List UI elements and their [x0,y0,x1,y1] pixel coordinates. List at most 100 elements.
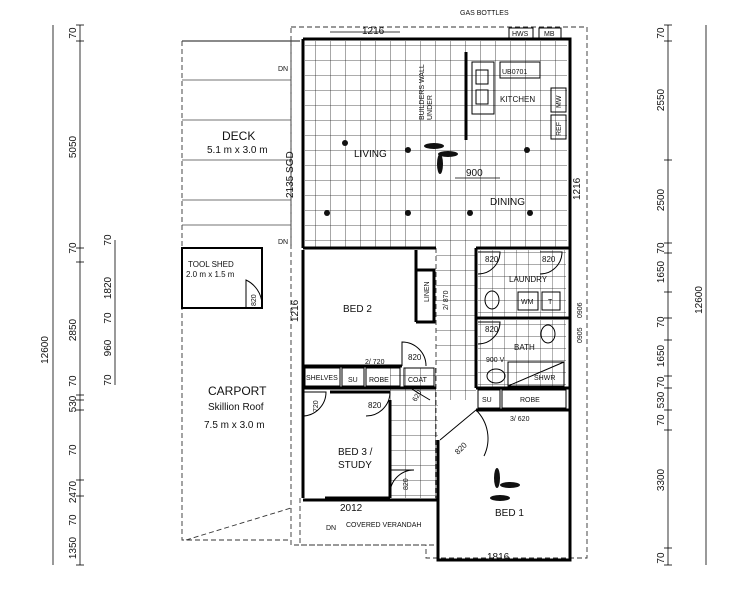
left-dimension-string: 1260070505070285070530702470701350701820… [40,24,114,566]
right-item-dim: 70 [656,242,667,254]
bed1-robe-box [501,389,567,409]
shelves-row [301,366,436,390]
coat-label: COAT [408,377,428,384]
shelves-box [304,367,341,387]
coat-box [403,367,435,387]
doors [245,251,563,495]
door-bed1 [439,409,489,457]
bath-label: BATH [514,343,535,352]
left-inner-dim: 1820 [103,276,114,299]
bed3-line2: STUDY [338,460,372,471]
left-outer-dim: 1350 [68,536,79,559]
dimension-lines [52,25,707,565]
left-outer-dim: 70 [68,444,79,456]
downlight [405,210,411,216]
tool-shed-name: TOOL SHED [188,260,234,269]
bed3-door-dim-b: 820 [368,401,382,410]
labels: GAS BOTTLES HWS MB 1216 DN DN DN UB0701 … [186,10,584,563]
bed2-window-dim: 1216 [290,299,301,322]
kitchen-label: KITCHEN [500,95,535,104]
right-item-dim: 1650 [656,260,667,283]
verandah-outline [299,498,436,546]
deck-name: DECK [222,129,255,143]
walls [301,37,572,562]
left-outer-dim: 5050 [68,135,79,158]
sgd-label: 2135 SGD [285,151,296,198]
builders-wall-label: BUILDERS WALL [419,64,426,120]
dn-label-verandah: DN [326,525,336,532]
left-outer-dim: 70 [68,514,79,526]
tile-hallway [436,248,476,368]
bed2-door-dim: 820 [408,353,422,362]
fan-blade [437,154,443,174]
tool-shed-size: 2.0 m x 1.5 m [186,270,235,279]
downlight [524,147,530,153]
cupboard-label: UB0701 [502,69,527,76]
left-outer-dim: 2470 [68,480,79,503]
left-outer-dim: 70 [68,375,79,387]
linen-dim: 2/ 870 [443,290,450,310]
right-item-dim: 70 [656,376,667,388]
laundry-door-a-dim: 820 [485,255,499,264]
left-total-dim: 12600 [40,336,51,364]
kitchen-bench [471,61,495,115]
left-inner-dim: 960 [103,339,114,356]
robe-label: ROBE [369,377,389,384]
fan-blade [424,143,444,149]
left-outer-dim: 2850 [68,318,79,341]
door-shed [245,279,263,308]
linen-label: LINEN [424,281,431,302]
roof-outline [290,26,588,559]
ceiling-fixtures [324,140,533,501]
left-outer-dim: 70 [68,27,79,39]
dining-window-dim: 1216 [572,177,583,200]
tile-hall-lower [390,368,476,400]
shwr-label: SHWR [534,375,555,382]
tiled-floor [305,41,567,498]
right-total-dim: 12600 [694,286,705,314]
cooktop [499,61,541,79]
right-item-dim: 2500 [656,188,667,211]
su-label: SU [348,377,358,384]
ceiling-fan-bed1 [490,468,520,501]
coat-door-dim: 620 [412,389,424,403]
tile-laundry [478,250,566,318]
dining-label: DINING [490,197,525,208]
bed1-robe-label: ROBE [520,397,540,404]
bed3-hall-door-dim: 820 [403,478,410,490]
su-box [341,367,365,387]
hws-box [508,27,534,40]
mb-label: MB [544,31,555,38]
laundry-label: LAUNDRY [509,275,548,284]
bottom-width-dim: 1816 [487,552,510,563]
wm-label: WM [521,299,534,306]
carport-roof-diagonal [185,507,292,541]
bed1-620-dim: 3/ 620 [510,416,530,423]
downlights [324,140,533,216]
sink [475,69,489,85]
verandah-label: COVERED VERANDAH [346,522,421,529]
left-inner-dim: 70 [103,374,114,386]
dim-0906: 0906 [577,302,584,318]
builders-wall-under-label: UNDER [427,95,434,120]
carport-size: 7.5 m x 3.0 m [204,420,265,431]
bath-door-dim: 820 [485,325,499,334]
tile-bath [478,320,566,388]
carport-name: CARPORT [208,384,267,398]
shower [507,361,565,387]
downlight [467,210,473,216]
dn-label-shed: DN [278,239,288,246]
ref-box [550,114,567,140]
left-outer-dim: 530 [68,395,79,412]
right-item-dim: 3300 [656,468,667,491]
t-label: T [548,299,553,306]
right-item-dim: 1650 [656,344,667,367]
downlight [342,140,348,146]
downlight [405,147,411,153]
linen-wall [416,268,436,324]
mb-box [538,27,562,40]
door-bath [477,321,501,345]
sink-2 [475,89,489,105]
